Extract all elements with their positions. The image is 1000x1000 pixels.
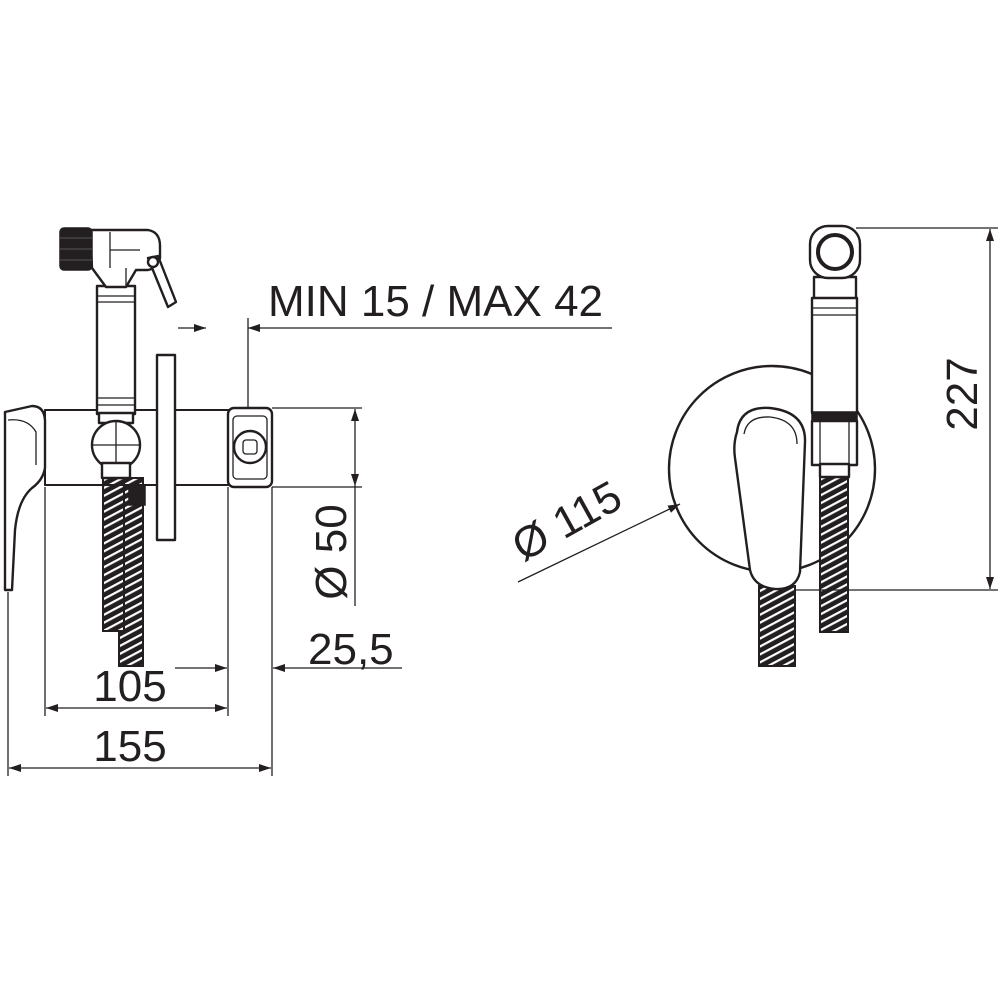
- body-length-label: 105: [93, 662, 166, 711]
- dim-flange-diameter: Ø 115: [504, 472, 681, 583]
- front-hand-shower: [808, 224, 862, 479]
- side-hand-shower: [59, 227, 178, 416]
- dim-connector-offset: 25,5: [175, 625, 402, 674]
- front-hose-left: [758, 585, 796, 667]
- dim-overall-length: 155: [9, 722, 271, 772]
- extension-lines: [7, 487, 273, 776]
- side-view: MIN 15 / MAX 42 Ø 50 25,5 105: [3, 227, 612, 776]
- dim-body-length: 105: [46, 662, 227, 712]
- front-shower-nozzle: [816, 233, 854, 271]
- side-hose-short: [102, 477, 125, 632]
- dim-wall-thickness: MIN 15 / MAX 42: [178, 277, 612, 408]
- flange-diameter-label: Ø 115: [504, 472, 630, 571]
- side-hose-connector: [226, 406, 274, 489]
- front-hose-right: [819, 475, 849, 633]
- dim-connector-diameter: Ø 50: [272, 407, 362, 606]
- dim-overall-height: 227: [796, 227, 998, 591]
- side-wall-flange: [155, 353, 177, 542]
- side-shower-holder: [90, 411, 142, 480]
- wall-thickness-label: MIN 15 / MAX 42: [268, 277, 603, 326]
- connector-offset-label: 25,5: [308, 625, 394, 674]
- side-nut: [128, 484, 146, 506]
- front-lever-handle: [733, 406, 807, 591]
- overall-length-label: 155: [93, 722, 166, 771]
- overall-height-label: 227: [938, 357, 987, 430]
- side-lever-handle: [3, 404, 47, 592]
- connector-diameter-label: Ø 50: [307, 504, 356, 599]
